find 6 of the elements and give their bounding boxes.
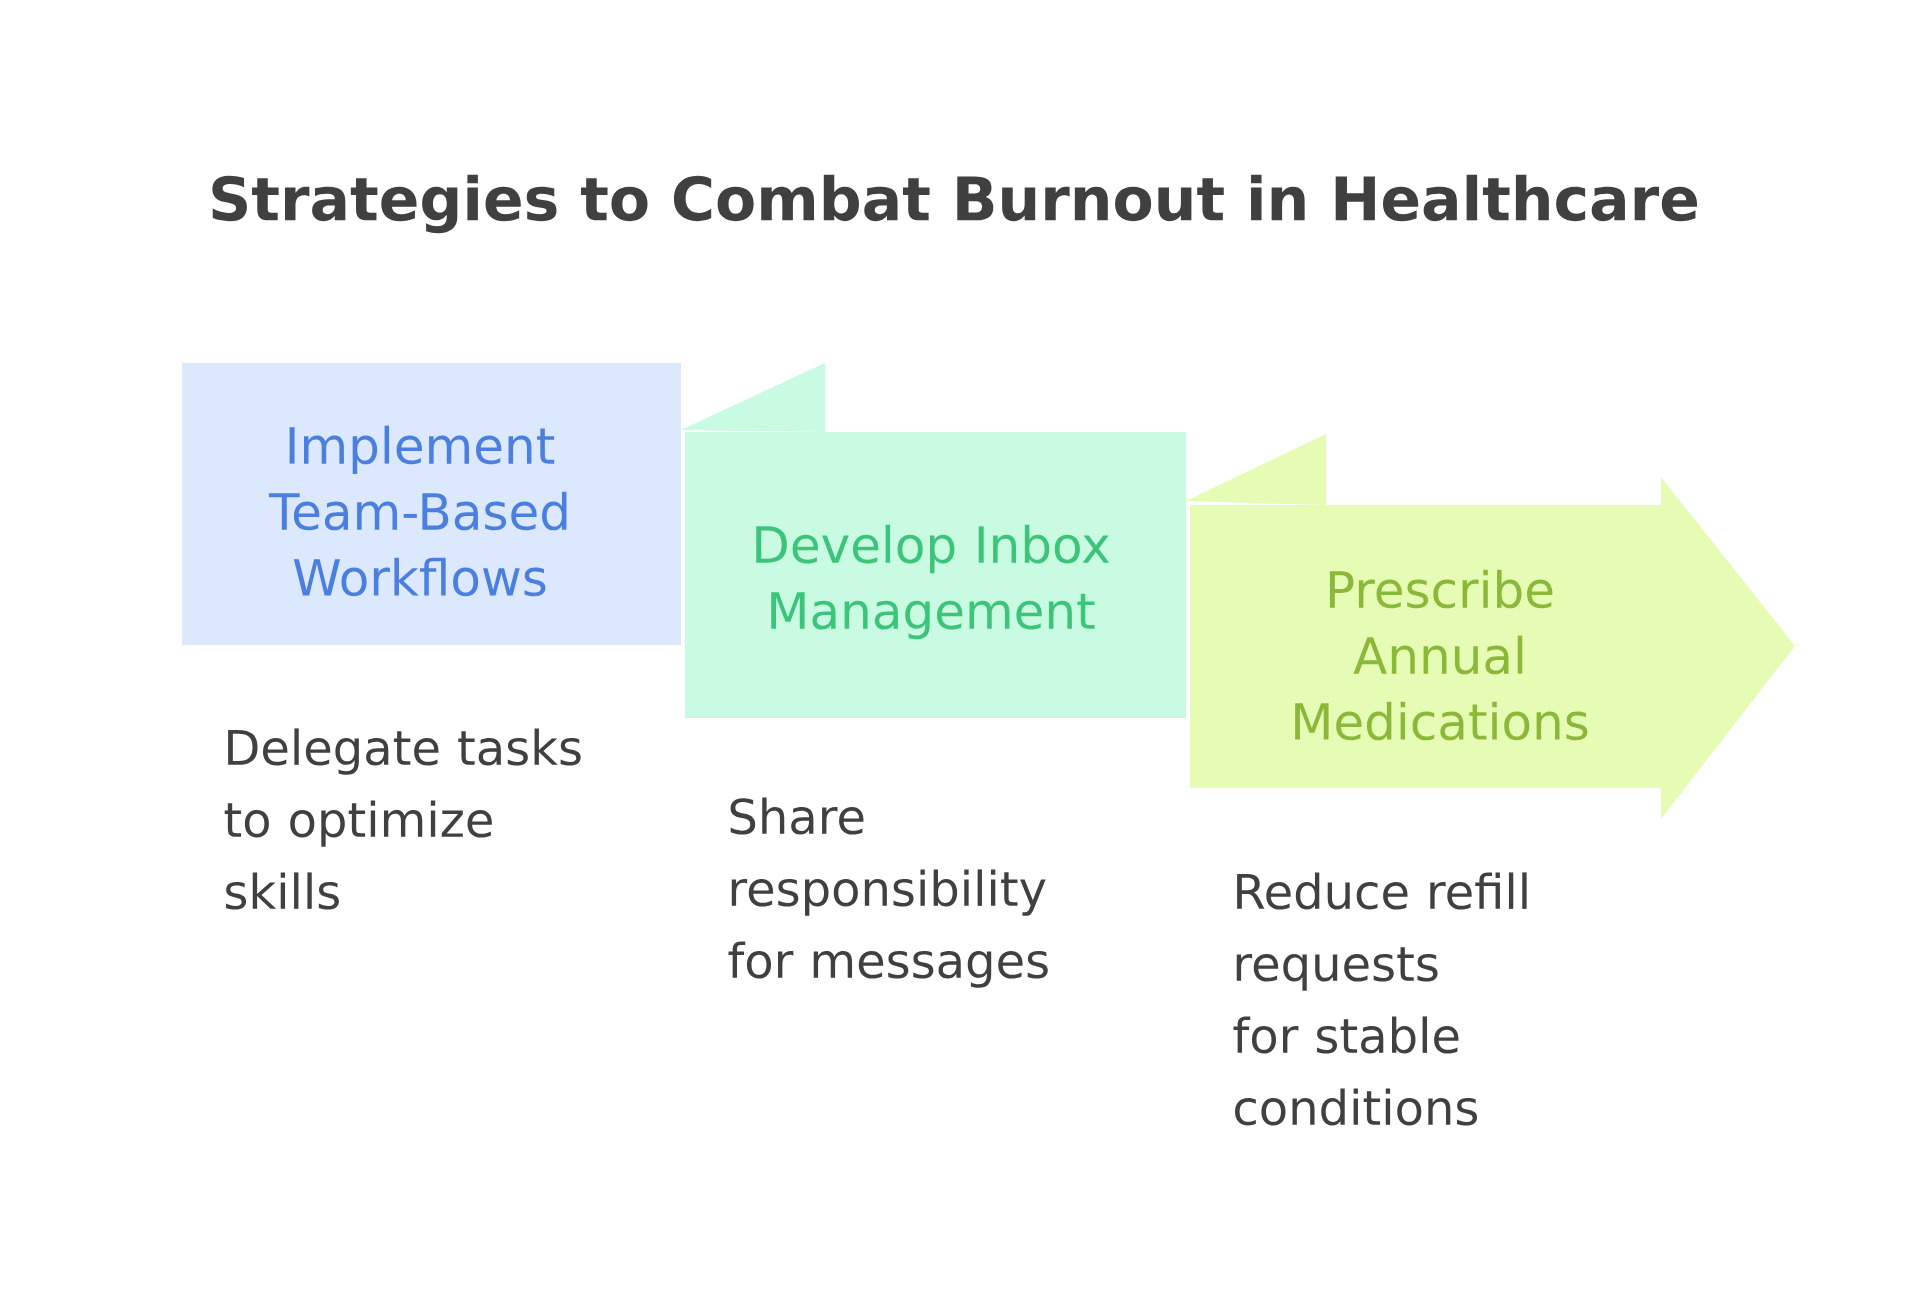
ribbon-box: Develop Inbox Management [681,363,1186,718]
description-text: Share responsibility for messages [728,797,1048,988]
title: Strategies to Combat Burnout in Healthcare [212,174,1697,234]
description-text: Reduce refill requests for stable conditions [1233,872,1527,1126]
ribbon-box: Implement Team-Based Workflows [182,363,681,645]
description-text: Delegate tasks to optimize skills [224,728,581,910]
